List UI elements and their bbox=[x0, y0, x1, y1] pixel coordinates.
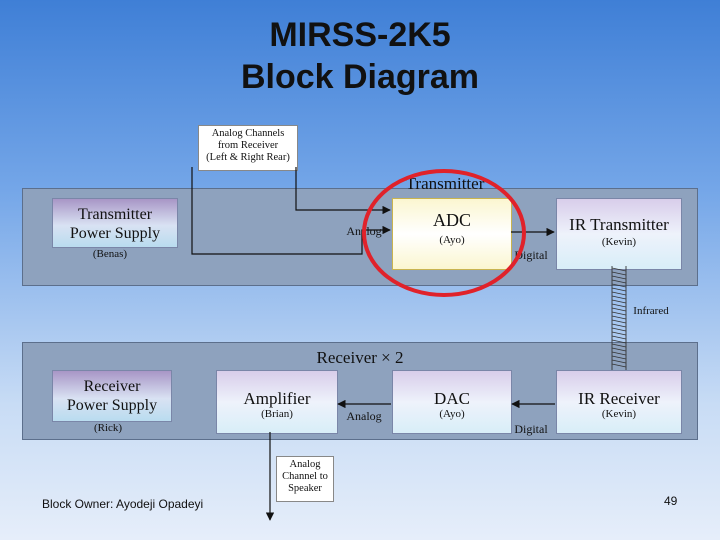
transmitter-panel-label: Transmitter bbox=[405, 174, 485, 193]
infrared-wave-segment bbox=[611, 279, 627, 284]
transmitter-power-supply-owner: (Benas) bbox=[92, 248, 128, 260]
title-line-2: Block Diagram bbox=[240, 58, 480, 96]
receiver-digital-label: Digital bbox=[514, 422, 548, 436]
infrared-wave-segment bbox=[611, 267, 627, 272]
ir-receiver-block: IR Receiver (Kevin) bbox=[556, 370, 682, 434]
infrared-wave-segment bbox=[611, 323, 627, 328]
infrared-wave-segment bbox=[611, 319, 627, 324]
output-channel-label: Analog Channel to Speaker bbox=[276, 456, 334, 502]
infrared-wave-segment bbox=[611, 271, 627, 276]
infrared-wave-segment bbox=[611, 287, 627, 292]
infrared-wave-segment bbox=[611, 331, 627, 336]
receiver-power-supply-owner: (Rick) bbox=[93, 422, 123, 434]
transmitter-digital-label: Digital bbox=[514, 248, 548, 262]
infrared-wave-segment bbox=[611, 355, 627, 360]
infrared-wave-segment bbox=[611, 363, 627, 368]
infrared-wave-segment bbox=[611, 295, 627, 300]
adc-highlight-ellipse bbox=[362, 169, 526, 297]
receiver-power-supply-block: Receiver Power Supply bbox=[52, 370, 172, 422]
page-number: 49 bbox=[664, 494, 678, 508]
transmitter-power-supply-block: Transmitter Power Supply bbox=[52, 198, 178, 248]
dac-block: DAC (Ayo) bbox=[392, 370, 512, 434]
infrared-wave-segment bbox=[611, 343, 627, 348]
infrared-wave-segment bbox=[611, 275, 627, 280]
infrared-wave-segment bbox=[611, 303, 627, 308]
input-right-line bbox=[191, 167, 391, 255]
infrared-wave-segment bbox=[611, 315, 627, 320]
adc-block: ADC (Ayo) bbox=[392, 198, 512, 270]
input-channels-label: Analog Channels from Receiver (Left & Ri… bbox=[198, 125, 298, 171]
title-line-1: MIRSS-2K5 bbox=[269, 16, 451, 54]
receiver-panel-label: Receiver × 2 bbox=[316, 348, 404, 367]
infrared-wave-segment bbox=[611, 347, 627, 352]
infrared-wave-segment bbox=[611, 359, 627, 364]
ir-transmitter-block: IR Transmitter (Kevin) bbox=[556, 198, 682, 270]
infrared-wave-segment bbox=[611, 299, 627, 304]
infrared-label: Infrared bbox=[633, 305, 669, 317]
infrared-wave-segment bbox=[611, 307, 627, 312]
amplifier-block: Amplifier (Brian) bbox=[216, 370, 338, 434]
infrared-wave-segment bbox=[611, 283, 627, 288]
receiver-analog-label: Analog bbox=[346, 409, 382, 423]
infrared-wave-segment bbox=[611, 311, 627, 316]
infrared-wave-segment bbox=[611, 339, 627, 344]
infrared-link bbox=[611, 266, 627, 370]
infrared-wave-segment bbox=[611, 291, 627, 296]
infrared-wave-segment bbox=[611, 335, 627, 340]
infrared-wave-segment bbox=[611, 351, 627, 356]
infrared-wave-segment bbox=[611, 327, 627, 332]
block-owner-footer: Block Owner: Ayodeji Opadeyi bbox=[42, 497, 204, 511]
input-left-line bbox=[295, 167, 391, 215]
